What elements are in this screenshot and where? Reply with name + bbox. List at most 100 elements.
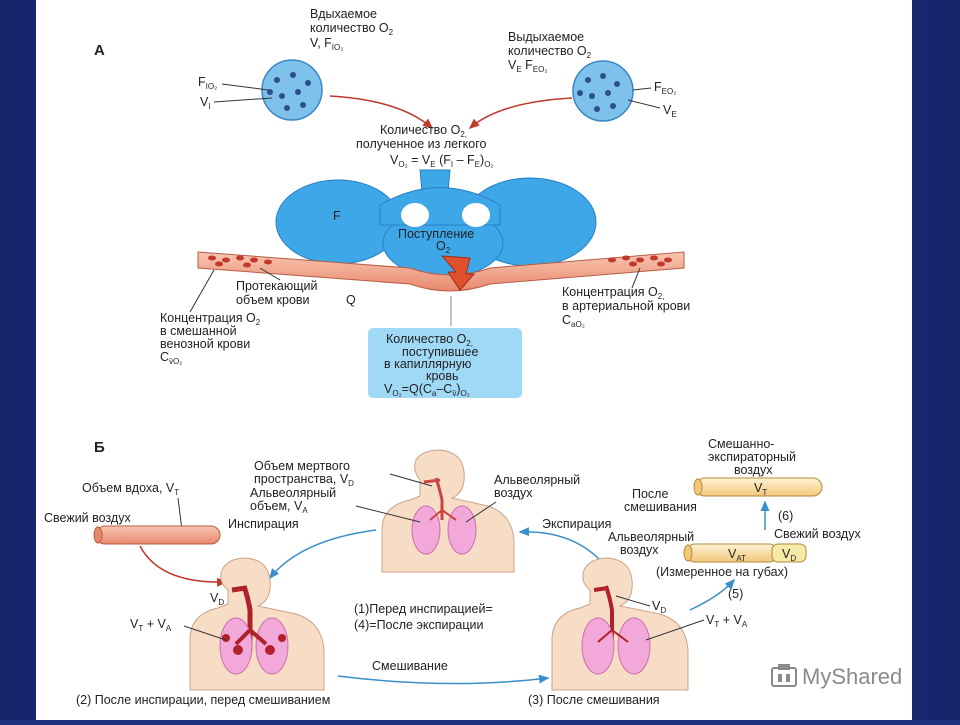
venous-line2: в смешанной <box>160 324 237 338</box>
venous-line1: Концентрация O2 <box>160 311 261 327</box>
ve-leader <box>627 99 661 109</box>
vd-left-label: VD <box>210 591 224 607</box>
mixing-arrow <box>337 674 550 685</box>
dead-space-line1: Объем мертвого <box>254 459 350 473</box>
rbc-right <box>608 255 672 267</box>
after-mixing-right-line2: смешивания <box>624 500 697 514</box>
alveolar-air-right-line1: Альвеолярный <box>608 530 694 544</box>
rbc-left <box>208 255 272 268</box>
uptake-line2: O2 <box>436 239 451 255</box>
blood-flow-q: Q <box>346 293 356 307</box>
measured-label: (Измеренное на губах) <box>656 565 788 579</box>
lung-o2-label-line2: полученное из легкого <box>356 137 486 151</box>
mixed-exp-line3: воздух <box>734 463 773 477</box>
inspiration-arrow <box>269 529 377 580</box>
panel-b-letter: Б <box>94 439 105 456</box>
watermark: MyShared <box>770 660 920 694</box>
fi-label: FIO₂ <box>198 75 217 91</box>
vd-right-label: VD <box>652 599 666 615</box>
arterial-leader <box>631 267 641 289</box>
alveolar-air-top-leader <box>465 501 497 523</box>
before-insp-line2: (4)=После экспирации <box>354 618 484 632</box>
inhaled-label-line1: Вдыхаемое <box>310 7 377 21</box>
fe-label: FEO₂ <box>654 80 676 96</box>
exhaled-label-line1: Выдыхаемое <box>508 30 584 44</box>
capillary-line1: Количество O2, <box>386 332 473 348</box>
alveolar-vol-line1: Альвеолярный <box>250 486 336 500</box>
step6-label: (6) <box>778 509 793 523</box>
fe-leader <box>632 87 652 91</box>
lung-o2-label-line1: Количество O2, <box>380 123 467 139</box>
uptake-line1: Поступление <box>398 227 474 241</box>
inhale-volume-leader <box>177 497 183 531</box>
vi-leader <box>213 97 273 103</box>
mixed-exp-line2: экспираторный <box>708 450 796 464</box>
caption-3: (3) После смешивания <box>528 693 660 707</box>
blood-vessel <box>197 251 685 292</box>
venous-line4: Cv̄O₂ <box>160 350 182 366</box>
alveolar-air-right-line2: воздух <box>620 543 659 557</box>
fresh-air-right: Свежий воздух <box>774 527 861 541</box>
capillary-line2: поступившее <box>402 345 478 359</box>
vd-right-leader <box>615 595 651 607</box>
capillary-line4: кровь <box>426 369 459 383</box>
expiration-label: Экспирация <box>542 517 611 531</box>
capillary-formula: VO₂=Q(Ca–Cv̄)O₂ <box>384 382 470 398</box>
arterial-line1: Концентрация O2, <box>562 285 664 301</box>
alveoli-shape <box>275 169 597 278</box>
dead-space-line2: пространства, VD <box>254 472 354 488</box>
alveolar-air-top-line2: воздух <box>494 486 533 500</box>
blood-flow-line1: Протекающий <box>236 279 317 293</box>
inspiration-label: Инспирация <box>228 517 299 531</box>
exhaled-air-ball <box>572 60 634 122</box>
exhaled-label-line3: VE FEO₂ <box>508 58 547 74</box>
caption-2: (2) После инспирации, перед смешиванием <box>76 693 330 707</box>
venous-line3: венозной крови <box>160 337 250 351</box>
inhale-volume-label: Объем вдоха, VT <box>82 481 179 497</box>
vtva-right-label: VT + VA <box>706 613 748 629</box>
mixing-label: Смешивание <box>372 659 448 673</box>
fresh-air-arrow <box>139 545 228 587</box>
alveolar-tube-end <box>683 544 693 562</box>
fresh-air-left: Свежий воздух <box>44 511 131 525</box>
ve-label: VE <box>663 103 677 119</box>
diagram: А Вдыхаемое количество O2 V, FIO₂ FIO₂ V… <box>44 7 861 707</box>
dead-space-tube-segment <box>771 543 807 563</box>
blood-flow-leader <box>259 267 281 281</box>
inhaled-air-ball <box>261 59 323 121</box>
dead-space-leader <box>389 473 433 487</box>
tube-vd-label: VD <box>782 547 796 563</box>
alveolus-gap-left <box>401 203 429 227</box>
venous-leader <box>189 269 215 313</box>
arterial-line2: в артериальной крови <box>562 299 690 313</box>
person-top <box>381 449 515 573</box>
inhale-arrow <box>329 95 434 129</box>
mixed-exp-line1: Смешанно- <box>708 437 774 451</box>
vtva-left-label: VT + VA <box>130 617 172 633</box>
vi-label: VI <box>200 95 211 111</box>
after-mixing-right-line1: После <box>632 487 668 501</box>
o2-uptake-arrow <box>440 255 476 291</box>
tube-vt-label: VT <box>754 481 767 497</box>
alveolar-vol-leader <box>355 505 421 523</box>
person-right <box>551 557 689 691</box>
before-insp-line1: (1)Перед инспирацией= <box>354 602 493 616</box>
capillary-box <box>368 328 522 398</box>
alveolus-gap-right <box>462 203 490 227</box>
vtva-right-leader <box>645 619 705 641</box>
tube-vat-label: VAT <box>728 547 746 563</box>
inhaled-label-line2: количество O2 <box>310 21 394 37</box>
watermark-text: MyShared <box>802 664 902 689</box>
slide: А Вдыхаемое количество O2 V, FIO₂ FIO₂ V… <box>36 0 912 720</box>
person-left <box>189 557 325 691</box>
lung-o2-formula: VO₂ = VE (FI – FE)O₂ <box>390 153 494 169</box>
fi-leader <box>221 83 269 91</box>
step5-label: (5) <box>728 587 743 601</box>
expiration-arrow <box>518 527 601 561</box>
mixed-exp-tube-end <box>693 478 703 496</box>
exhale-arrow <box>468 97 573 129</box>
arterial-line3: CaO₂ <box>562 313 585 329</box>
blood-flow-line2: объем крови <box>236 293 310 307</box>
alveolar-air-top-line1: Альвеолярный <box>494 473 580 487</box>
inhale-tube-end <box>93 526 103 544</box>
